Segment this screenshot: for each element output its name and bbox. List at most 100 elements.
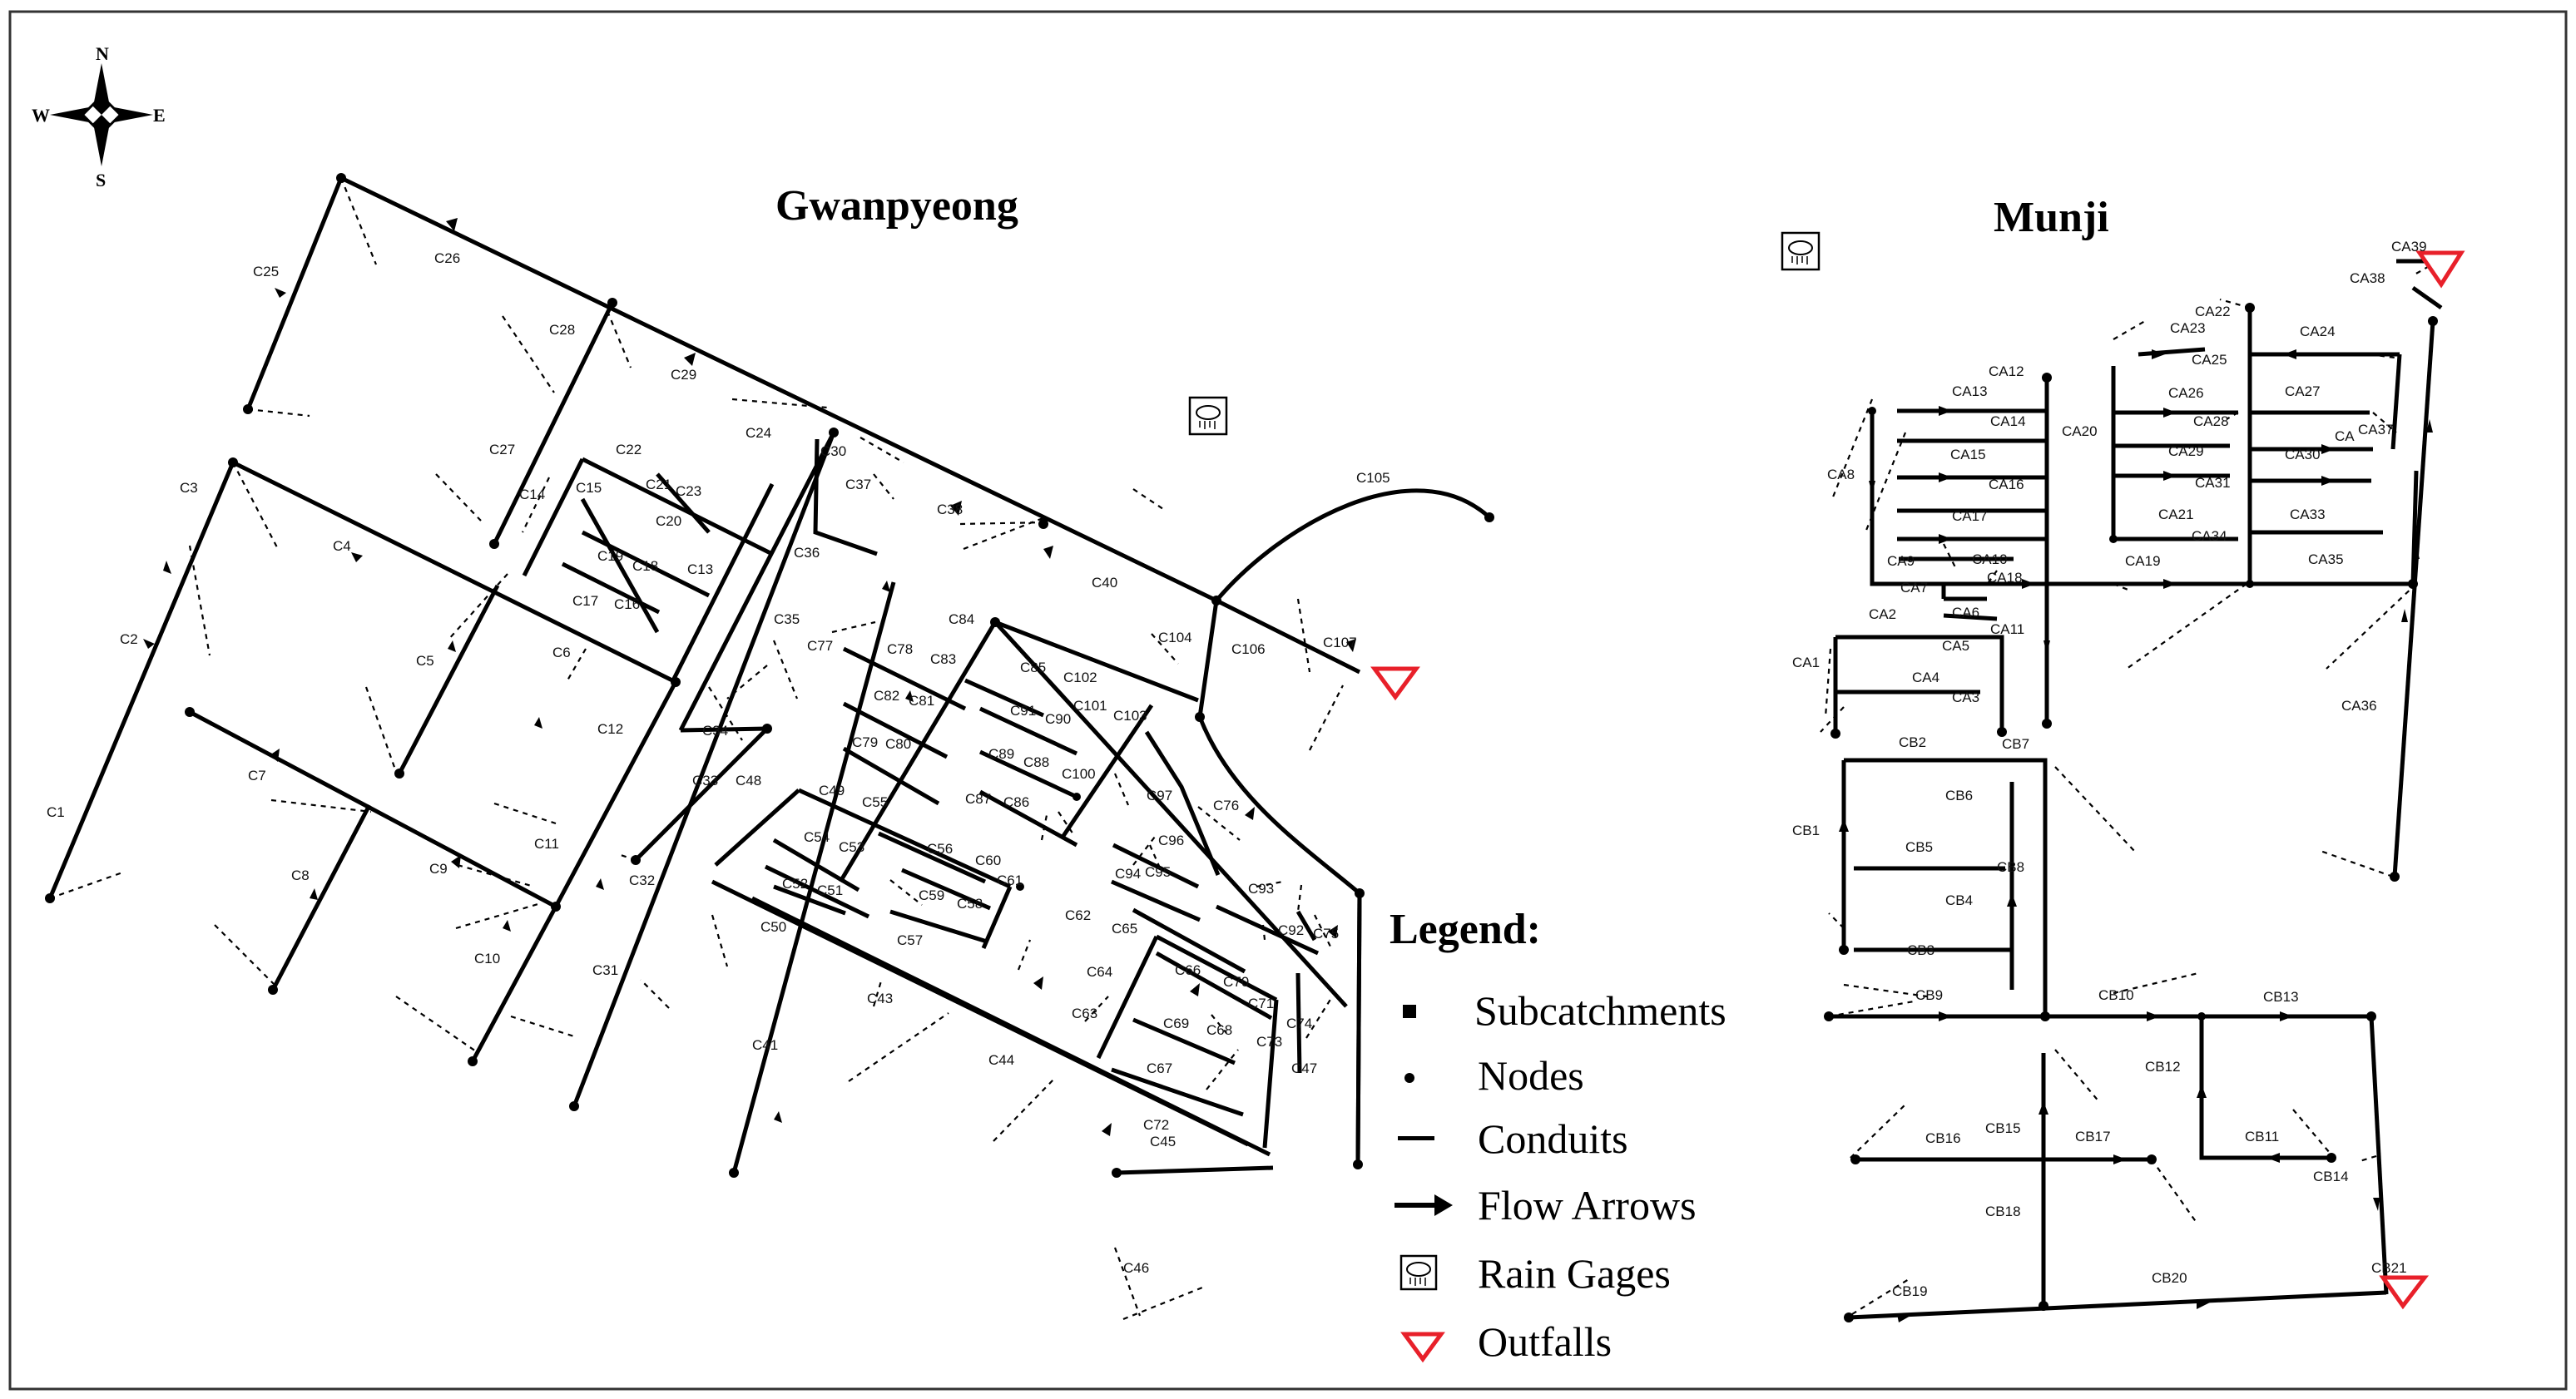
label-cb12: CB12 [2145,1059,2181,1075]
label-c58: C58 [957,896,983,912]
label-c82: C82 [874,688,899,704]
label-c66: C66 [1175,962,1201,978]
label-ca12: CA12 [1989,363,2024,379]
label-c105: C105 [1356,470,1390,486]
label-c28: C28 [549,322,575,338]
label-ca4: CA4 [1912,670,1939,685]
label-c10: C10 [474,951,500,966]
compass-north: N [96,43,109,64]
label-ca39: CA39 [2391,239,2427,255]
label-ca20: CA20 [2062,423,2098,439]
legend-item-subcatchments: Subcatchments [1474,987,1726,1034]
label-c87: C87 [965,791,991,807]
label-c52: C52 [782,876,808,892]
label-cb11: CB11 [2245,1129,2279,1144]
label-c21: C21 [646,477,671,492]
label-c84: C84 [949,611,974,627]
label-c94: C94 [1115,866,1141,882]
frame-border [8,10,2568,1391]
node-icon [1404,1073,1414,1083]
label-c48: C48 [736,773,761,788]
label-c69: C69 [1163,1016,1189,1031]
label-c64: C64 [1087,964,1112,980]
label-c95: C95 [1145,864,1171,880]
label-c45: C45 [1150,1134,1176,1149]
label-c106: C106 [1231,641,1266,657]
label-c79: C79 [852,734,878,750]
munji-network [1829,259,2443,1320]
label-c18: C18 [632,558,658,574]
flow-arrow-icon [1395,1194,1453,1216]
munji-flow-arrows [1839,349,2433,1322]
label-ca1: CA1 [1792,655,1820,670]
label-c72: C72 [1143,1117,1169,1133]
label-cb6: CB6 [1945,788,1973,803]
compass-east: E [153,105,166,126]
label-c101: C101 [1073,698,1107,714]
compass-south: S [96,170,106,190]
label-c102: C102 [1063,670,1097,685]
label-c15: C15 [576,480,602,496]
legend-item-flow-arrows: Flow Arrows [1478,1182,1697,1228]
label-c43: C43 [867,991,893,1006]
label-c85: C85 [1020,660,1046,675]
gwanpyeong-nodes [45,173,1494,1178]
label-ca3: CA3 [1952,690,1979,705]
legend: Legend: Subcatchments Nodes Conduits Flo… [1390,906,1726,1365]
label-c30: C30 [820,443,846,459]
label-cb14: CB14 [2313,1169,2349,1184]
label-c75: C75 [1313,926,1339,942]
gwanpyeong-subcatchment-links [49,177,1344,1321]
label-c90: C90 [1045,711,1071,727]
label-ca29: CA29 [2168,443,2204,459]
label-c63: C63 [1072,1006,1097,1021]
rain-gage-icon [1399,1254,1438,1291]
label-c38: C38 [937,502,963,517]
label-ca13: CA13 [1952,383,1988,399]
label-ca17: CA17 [1952,508,1988,524]
label-c25: C25 [253,264,279,279]
label-c60: C60 [975,853,1001,868]
label-c24: C24 [746,425,771,441]
label-c68: C68 [1206,1022,1232,1038]
label-cb17: CB17 [2075,1129,2111,1144]
label-ca22: CA22 [2195,304,2231,319]
label-c33: C33 [692,773,718,788]
label-c20: C20 [656,513,681,529]
label-c73: C73 [1256,1034,1282,1050]
label-c23: C23 [676,483,701,499]
outfall-icon [1400,1332,1445,1363]
label-c57: C57 [897,932,923,948]
label-ca10: CA10 [1972,551,2008,567]
compass-rose-icon: N S E W [32,43,166,190]
title-munji: Munji [1994,194,2109,241]
label-c36: C36 [794,545,820,561]
label-cb13: CB13 [2263,989,2299,1005]
label-c35: C35 [774,611,800,627]
label-c53: C53 [839,839,864,855]
label-ca38: CA38 [2350,270,2385,286]
label-c93: C93 [1248,881,1274,897]
gwanpyeong-labels: C1 C2 C3 C4 C5 C6 C7 C8 C9 C10 C11 C12 C… [47,250,1390,1276]
label-ca15: CA15 [1950,447,1986,462]
label-ca5: CA5 [1942,638,1969,654]
label-cb20: CB20 [2152,1270,2187,1286]
label-c91: C91 [1010,703,1036,719]
gwanpyeong-flow-arrows [143,218,1356,1136]
label-c12: C12 [597,721,623,737]
outfall-icon [2415,250,2465,289]
label-ca34: CA34 [2192,528,2227,544]
label-c11: C11 [534,836,559,852]
label-c51: C51 [817,882,843,898]
label-cb1: CB1 [1792,823,1820,838]
label-ca14: CA14 [1990,413,2026,429]
label-cb9: CB9 [1915,987,1943,1003]
label-c104: C104 [1158,630,1192,645]
label-c8: C8 [291,868,310,883]
label-c19: C19 [597,548,623,564]
label-c103: C103 [1113,708,1147,724]
label-c77: C77 [807,638,833,654]
label-ca23: CA23 [2170,320,2206,336]
label-c54: C54 [804,829,830,845]
